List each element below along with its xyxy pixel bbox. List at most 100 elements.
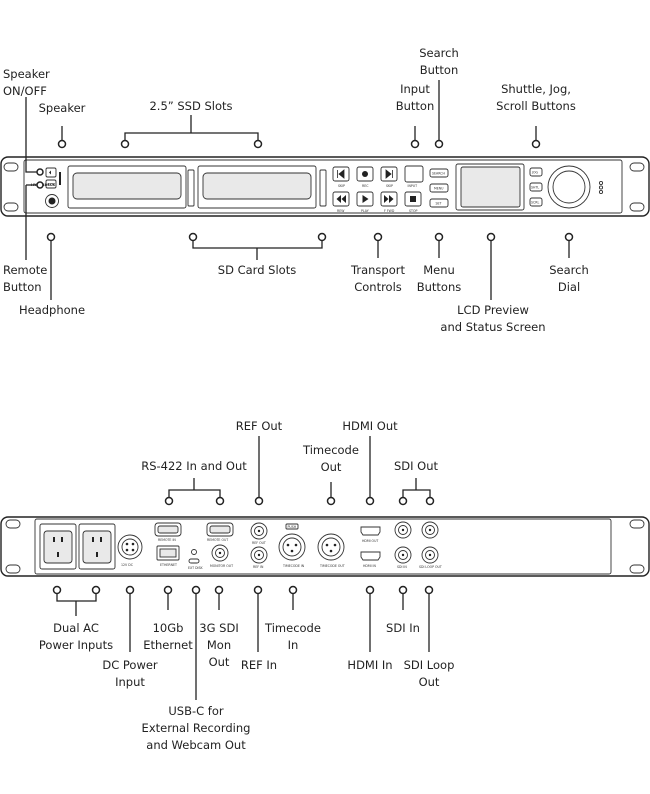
shuttle-button[interactable] [529, 182, 543, 192]
lcd-preview-screen [460, 166, 521, 208]
hdmi-out-text: HDMI OUT [362, 539, 378, 543]
menu-button[interactable] [429, 183, 449, 193]
jog-button-text: JOG [531, 170, 538, 174]
rear-rack-ears [5, 519, 645, 574]
scroll-button[interactable] [529, 197, 543, 207]
rs422-in-text: REMOTE IN [158, 538, 176, 542]
label-menu-buttons: Menu Buttons [416, 263, 462, 294]
label-timecode-in: Timecode In [265, 621, 321, 652]
sdi-in-bnc: SDI IN [394, 546, 412, 569]
label-timecode-out: Timecode Out [303, 443, 359, 474]
label-dc-power: DC Power Input [102, 658, 158, 689]
rs422-in-port: REMOTE IN [154, 522, 182, 542]
ref-out-text: REF OUT [252, 541, 266, 545]
rew-text: REW [337, 209, 345, 213]
label-search-button: Search Button [419, 46, 459, 77]
rear-callouts [52, 436, 435, 700]
menu-buttons: SEARCH MENU SET [429, 168, 449, 208]
hdmi-in-port: HDMI IN [360, 551, 381, 568]
timecode-in-xlr: PUSH TIMECODE IN [278, 523, 306, 568]
rewind-button[interactable] [332, 191, 350, 207]
sdi-in-text: SDI IN [397, 565, 407, 569]
ffwd-text: F FWD [384, 209, 395, 213]
label-remote-button: Remote Button [3, 263, 48, 294]
ref-out-bnc: REF OUT [250, 522, 268, 545]
label-speaker: Speaker [38, 101, 86, 115]
rs422-out-text: REMOTE OUT [207, 538, 228, 542]
fast-forward-button[interactable] [380, 191, 398, 207]
record-button[interactable] [356, 166, 374, 182]
label-sd-slots: SD Card Slots [217, 263, 297, 277]
search-button-text: SEARCH [432, 171, 445, 175]
bmd-logo-icon [598, 180, 604, 195]
ethernet-port: ETHERNET [156, 545, 180, 567]
timecode-out-xlr: TIMECODE OUT [317, 533, 345, 568]
usbc-port: EXT DISK [188, 549, 204, 570]
timecode-out-text: TIMECODE OUT [319, 564, 345, 568]
leader-sdi-out [402, 478, 431, 498]
dc-power-input: 12V DC [117, 534, 143, 567]
rec-text: REC [362, 184, 369, 188]
label-transport: Transport Controls [351, 263, 405, 294]
dc-input-text: 12V DC [121, 563, 134, 567]
label-hdmi-in: HDMI In [347, 658, 393, 672]
speaker-onoff-button[interactable] [45, 167, 57, 178]
speaker-grille [59, 172, 61, 185]
skip-forward-button[interactable] [380, 166, 398, 182]
label-sdi-in: SDI In [386, 621, 420, 635]
ref-in-text: REF IN [253, 565, 264, 569]
leader-dual-ac [56, 593, 97, 616]
scroll-button-text: SCRL [531, 200, 539, 204]
monitor-out-text: MONITOR OUT [210, 564, 233, 568]
set-button[interactable] [429, 198, 449, 208]
jog-button[interactable] [529, 167, 543, 177]
headphone-jack [45, 194, 59, 208]
leader-speaker-onoff [25, 97, 40, 173]
leader-rs422 [168, 478, 221, 498]
search-dial[interactable] [547, 165, 591, 209]
label-ref-in: REF In [240, 658, 278, 672]
label-input-button: Input Button [395, 82, 435, 113]
label-lcd: LCD Preview and Status Screen [440, 303, 546, 334]
label-ethernet: 10Gb Ethernet [143, 621, 193, 652]
lcd-bezel [455, 163, 525, 211]
label-ssd-slots: 2.5” SSD Slots [149, 99, 233, 113]
ssd-slot-2[interactable] [197, 165, 327, 209]
front-panel: REM HYPERDECK [0, 156, 650, 217]
push-text: PUSH [288, 525, 297, 529]
label-usbc: USB-C for External Recording and Webcam … [141, 704, 251, 752]
skip-back-button[interactable] [332, 166, 350, 182]
label-sdi-out: SDI Out [393, 459, 439, 473]
remote-button[interactable] [45, 179, 57, 189]
input-button[interactable] [404, 165, 424, 183]
ssd-slot-1[interactable] [67, 165, 195, 209]
ref-in-bnc: REF IN [250, 546, 268, 569]
play-text: PLAY [361, 209, 369, 213]
hdmi-in-text: HDMI IN [363, 564, 376, 568]
label-rs422: RS-422 In and Out [141, 459, 247, 473]
front-rack-ears [3, 162, 645, 212]
skip-fwd-text: SKIP [386, 184, 393, 188]
label-sdi-loop: SDI Loop Out [403, 658, 455, 689]
ethernet-text: ETHERNET [160, 563, 177, 567]
label-speaker-onoff: Speaker ON/OFF [3, 67, 50, 98]
stop-text: STOP [409, 209, 417, 213]
leader-sd [192, 240, 323, 260]
usbc-text: EXT DISK [188, 566, 204, 570]
leader-ssd [124, 115, 259, 141]
remote-button-text: REM [48, 183, 55, 187]
shuttle-jog-scroll-buttons: JOG SHTL SCRL [529, 167, 543, 207]
search-button[interactable] [429, 168, 449, 178]
input-button-text: INPUT [408, 184, 418, 188]
rear-panel: 12V DC REMOTE IN REMOTE OUT ETHERNET EXT… [0, 516, 650, 577]
menu-button-text: MENU [434, 186, 444, 190]
sdi-out-bnc-b [421, 521, 439, 539]
play-button[interactable] [356, 191, 374, 207]
ac-power-input-2 [78, 523, 116, 570]
label-hdmi-out: HDMI Out [342, 419, 398, 433]
transport-controls: SKIP REC SKIP REW PLAY F FWD STOP [332, 166, 422, 213]
sdi-out-bnc-a [394, 521, 412, 539]
sdi-loop-out-bnc: SDI LOOP OUT [419, 546, 442, 569]
stop-button[interactable] [404, 191, 422, 207]
